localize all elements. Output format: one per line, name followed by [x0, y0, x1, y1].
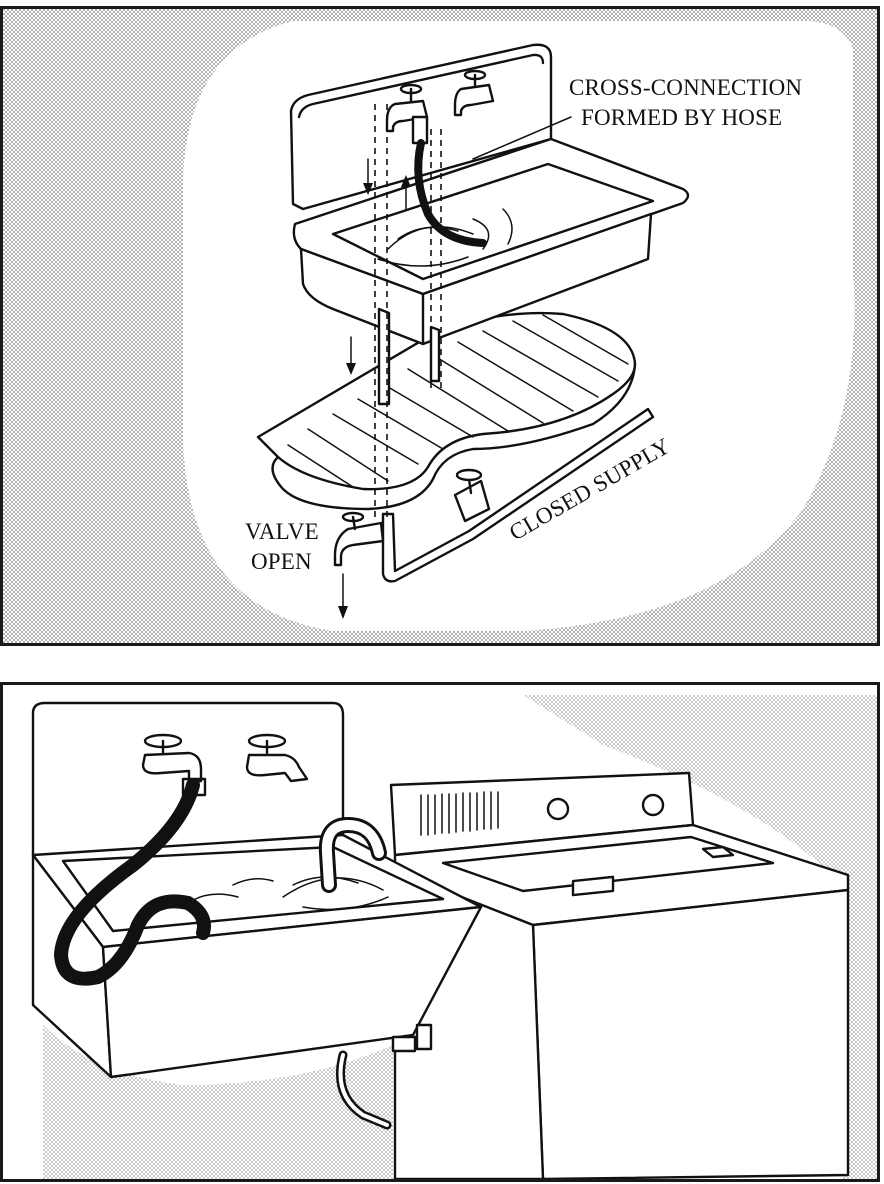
sink-diagram: CROSS-CONNECTION FORMED BY HOSE CLOSED S…	[3, 9, 877, 643]
closed-supply-valve	[453, 479, 491, 523]
laundry-diagram	[31, 695, 877, 1179]
faucet-right	[245, 733, 309, 783]
washer-drain-hose	[318, 816, 387, 893]
washer-label-plate	[571, 875, 615, 897]
sink	[289, 43, 690, 406]
washer-knob-right	[641, 793, 665, 817]
faucet-right	[453, 69, 495, 117]
faucet-with-hose	[385, 83, 429, 145]
stipple-background-bottom	[43, 1025, 393, 1179]
label-open: OPEN	[251, 549, 312, 574]
flow-paths	[346, 104, 442, 519]
washer-knob-left	[546, 797, 570, 821]
drainboard	[256, 311, 637, 511]
label-formed-by-hose: FORMED BY HOSE	[581, 105, 782, 130]
cross-connection-leader	[472, 116, 572, 160]
bottom-panel-laundry-tub-washer	[0, 682, 880, 1182]
top-panel-sink-cross-connection: CROSS-CONNECTION FORMED BY HOSE CLOSED S…	[0, 6, 880, 646]
hose	[53, 777, 211, 986]
supply-pipe	[381, 407, 655, 583]
label-cross-connection: CROSS-CONNECTION	[569, 75, 802, 100]
stipple-background-right	[523, 695, 877, 1179]
open-valve-faucet	[333, 511, 385, 619]
label-valve: VALVE	[245, 519, 319, 544]
washing-machine	[389, 771, 850, 1179]
